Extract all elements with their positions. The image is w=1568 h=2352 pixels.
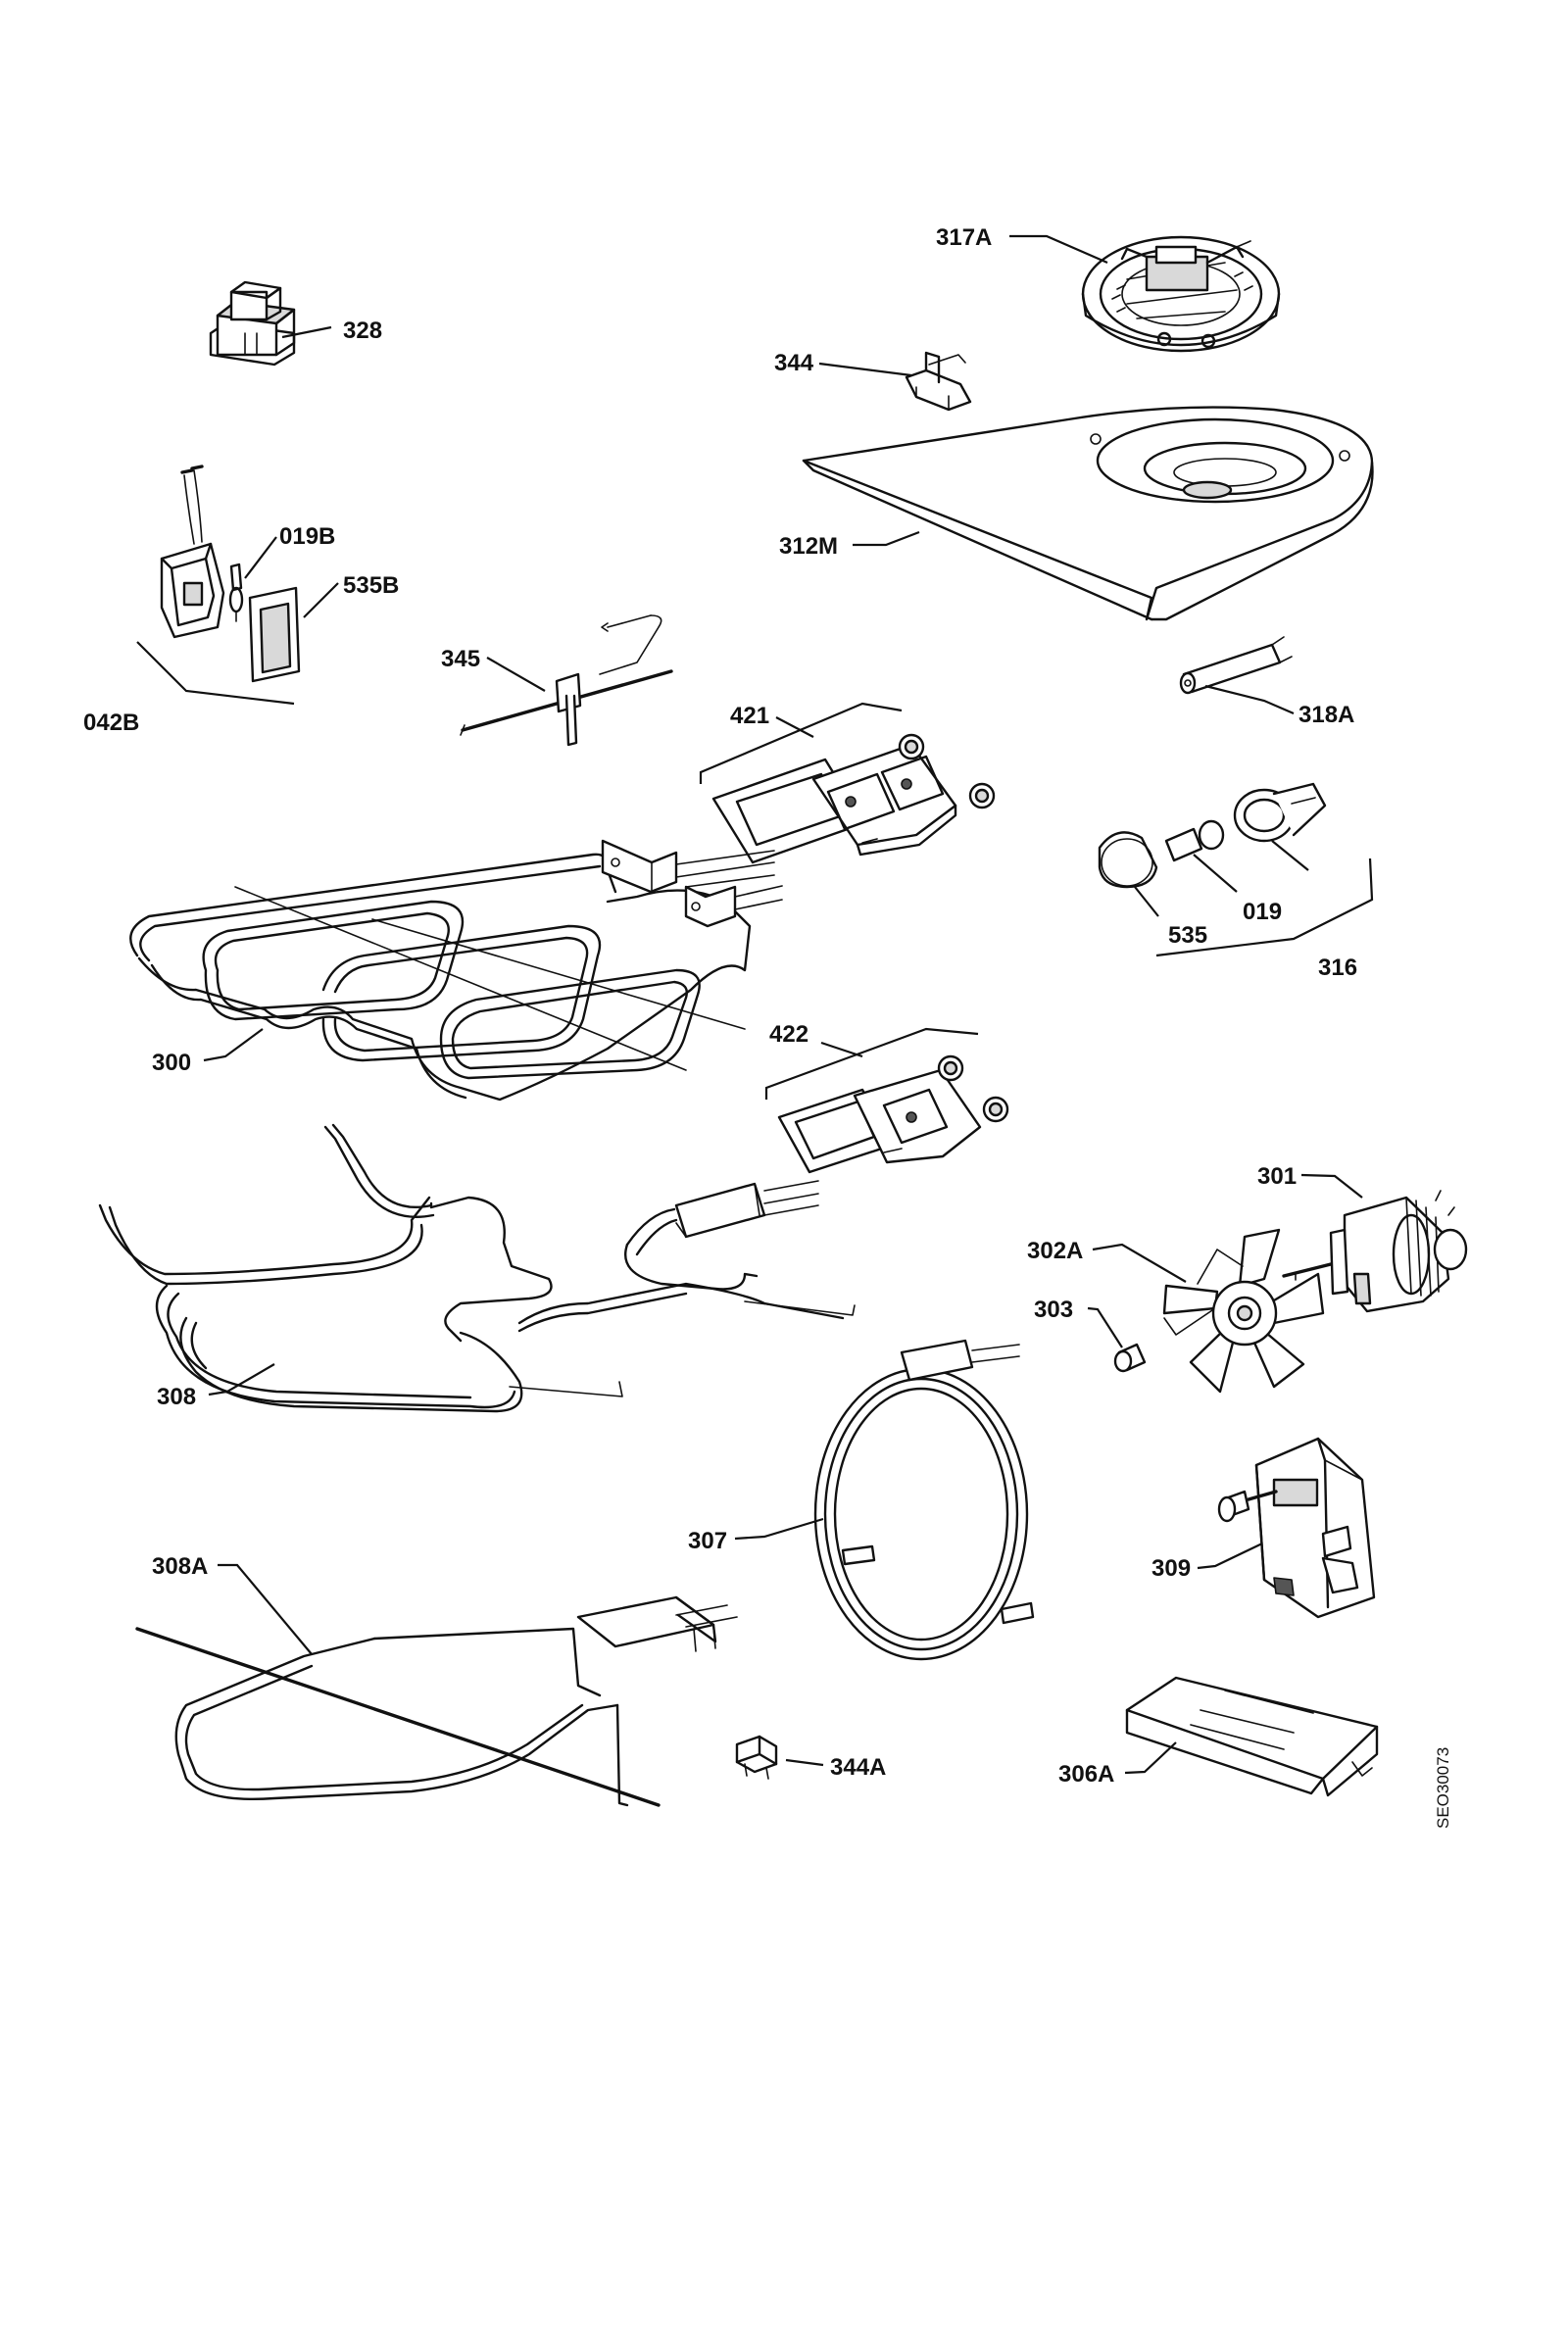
part-421-terminal-block bbox=[711, 733, 996, 864]
part-535-lamp-lens bbox=[1098, 831, 1158, 889]
leader-535B bbox=[303, 582, 339, 618]
part-302A-fan-blade bbox=[1162, 1228, 1325, 1394]
callout-345: 345 bbox=[441, 646, 480, 672]
leader-308 bbox=[208, 1363, 275, 1396]
callout-302A: 302A bbox=[1027, 1238, 1083, 1264]
callout-307: 307 bbox=[688, 1528, 727, 1554]
callout-019B: 019B bbox=[279, 523, 335, 550]
part-317A-fan-motor bbox=[1081, 235, 1281, 353]
part-345-sensor-probe bbox=[460, 614, 673, 747]
leader-307 bbox=[734, 1517, 824, 1541]
callout-042B: 042B bbox=[83, 710, 139, 736]
leader-344 bbox=[818, 362, 912, 377]
callout-422: 422 bbox=[769, 1021, 808, 1048]
part-300-grill-element bbox=[129, 839, 783, 1102]
leader-019 bbox=[1193, 854, 1238, 893]
callout-306A: 306A bbox=[1058, 1761, 1114, 1788]
leader-344A bbox=[785, 1758, 824, 1767]
bracket-042B bbox=[136, 641, 295, 706]
part-344-bracket bbox=[905, 351, 972, 412]
callout-300: 300 bbox=[152, 1050, 191, 1076]
callout-328: 328 bbox=[343, 318, 382, 344]
callout-317A: 317A bbox=[936, 224, 992, 251]
callout-318A: 318A bbox=[1298, 702, 1354, 728]
callout-019: 019 bbox=[1243, 899, 1282, 925]
leader-318A bbox=[1204, 684, 1295, 715]
part-307-circular-element bbox=[813, 1339, 1035, 1661]
leader-309 bbox=[1197, 1543, 1263, 1570]
callout-308A: 308A bbox=[152, 1553, 208, 1580]
leader-316-bulbholder bbox=[1271, 840, 1309, 871]
leader-328 bbox=[281, 325, 332, 339]
part-318A-pin bbox=[1179, 636, 1293, 695]
leader-300 bbox=[203, 1028, 264, 1062]
part-422-terminal-block bbox=[777, 1054, 1009, 1174]
leader-312M bbox=[853, 530, 920, 547]
part-042B-lamp-housing bbox=[160, 465, 225, 639]
bracket-421 bbox=[699, 702, 903, 784]
leader-306A bbox=[1124, 1741, 1177, 1775]
bracket-422 bbox=[764, 1027, 979, 1100]
bracket-316 bbox=[1155, 858, 1374, 957]
callout-303: 303 bbox=[1034, 1297, 1073, 1323]
part-308A-bottom-element bbox=[135, 1595, 738, 1807]
part-308-bottom-element bbox=[98, 1123, 856, 1413]
part-316-lamp-holder bbox=[1233, 782, 1327, 843]
callout-316: 316 bbox=[1318, 955, 1357, 981]
callout-344A: 344A bbox=[830, 1754, 886, 1781]
leader-317A bbox=[1009, 234, 1108, 265]
leader-302A bbox=[1092, 1243, 1187, 1283]
part-328-transformer bbox=[209, 280, 296, 367]
callout-309: 309 bbox=[1152, 1555, 1191, 1582]
leader-422 bbox=[820, 1041, 863, 1058]
callout-535: 535 bbox=[1168, 922, 1207, 949]
part-344A-clip bbox=[735, 1735, 778, 1780]
part-306A-cover bbox=[1125, 1676, 1379, 1797]
drawing-code: SEO30073 bbox=[1434, 1747, 1452, 1829]
part-019B-bulb bbox=[228, 563, 244, 622]
leader-345 bbox=[486, 657, 546, 692]
leader-303 bbox=[1087, 1306, 1123, 1348]
callout-421: 421 bbox=[730, 703, 769, 729]
part-303-nut bbox=[1113, 1343, 1147, 1373]
leader-308A bbox=[218, 1563, 313, 1655]
callout-312M: 312M bbox=[779, 533, 838, 560]
leader-421 bbox=[775, 716, 814, 738]
callout-535B: 535B bbox=[343, 572, 399, 599]
leader-301 bbox=[1300, 1173, 1363, 1199]
part-309-thermostat bbox=[1217, 1437, 1376, 1619]
callout-344: 344 bbox=[774, 350, 814, 376]
part-312M-fan-cover bbox=[802, 406, 1374, 621]
part-019-bulb bbox=[1164, 819, 1225, 862]
part-535B-lens bbox=[248, 586, 301, 683]
part-301-fan-motor bbox=[1282, 1190, 1468, 1313]
callout-301: 301 bbox=[1257, 1163, 1297, 1190]
leader-019B bbox=[244, 536, 277, 579]
callout-308: 308 bbox=[157, 1384, 196, 1410]
leader-535 bbox=[1134, 886, 1159, 917]
